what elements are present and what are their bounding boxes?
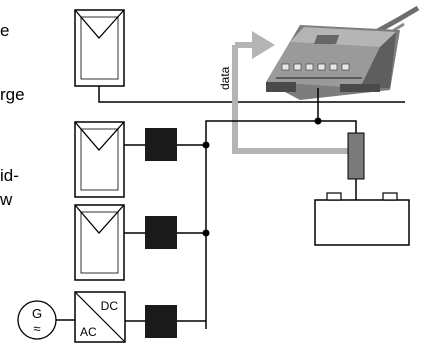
pv-module-lower (74, 204, 125, 281)
string-controller-block-3 (145, 305, 177, 338)
shunt-sensor-icon (347, 132, 365, 180)
battery-icon (314, 192, 410, 246)
pv-module-top (74, 9, 125, 87)
wire-top-module (98, 86, 405, 103)
junction-block-2 (202, 229, 210, 237)
string-controller-block-1 (145, 128, 177, 161)
data-arrow (232, 31, 356, 154)
wire-main-bus (205, 120, 357, 329)
dc-label: DC (101, 299, 119, 313)
charge-controller-icon (266, 5, 420, 100)
junction-controller (314, 117, 322, 125)
generator-icon: G ≈ (17, 300, 57, 340)
left-text-fragment-2: rge (0, 85, 25, 104)
data-label: data (218, 66, 232, 90)
ac-label: AC (80, 325, 97, 339)
string-controller-block-2 (145, 216, 177, 249)
dc-ac-converter-icon: DC AC (74, 291, 126, 343)
generator-label: G (32, 306, 42, 321)
left-text-fragment-3: id- (0, 166, 19, 185)
left-text-fragment-1: e (0, 21, 9, 40)
pv-module-middle (74, 121, 125, 198)
junction-block-1 (202, 141, 210, 149)
left-text-fragment-4: w (0, 190, 13, 209)
generator-wave: ≈ (33, 321, 40, 336)
